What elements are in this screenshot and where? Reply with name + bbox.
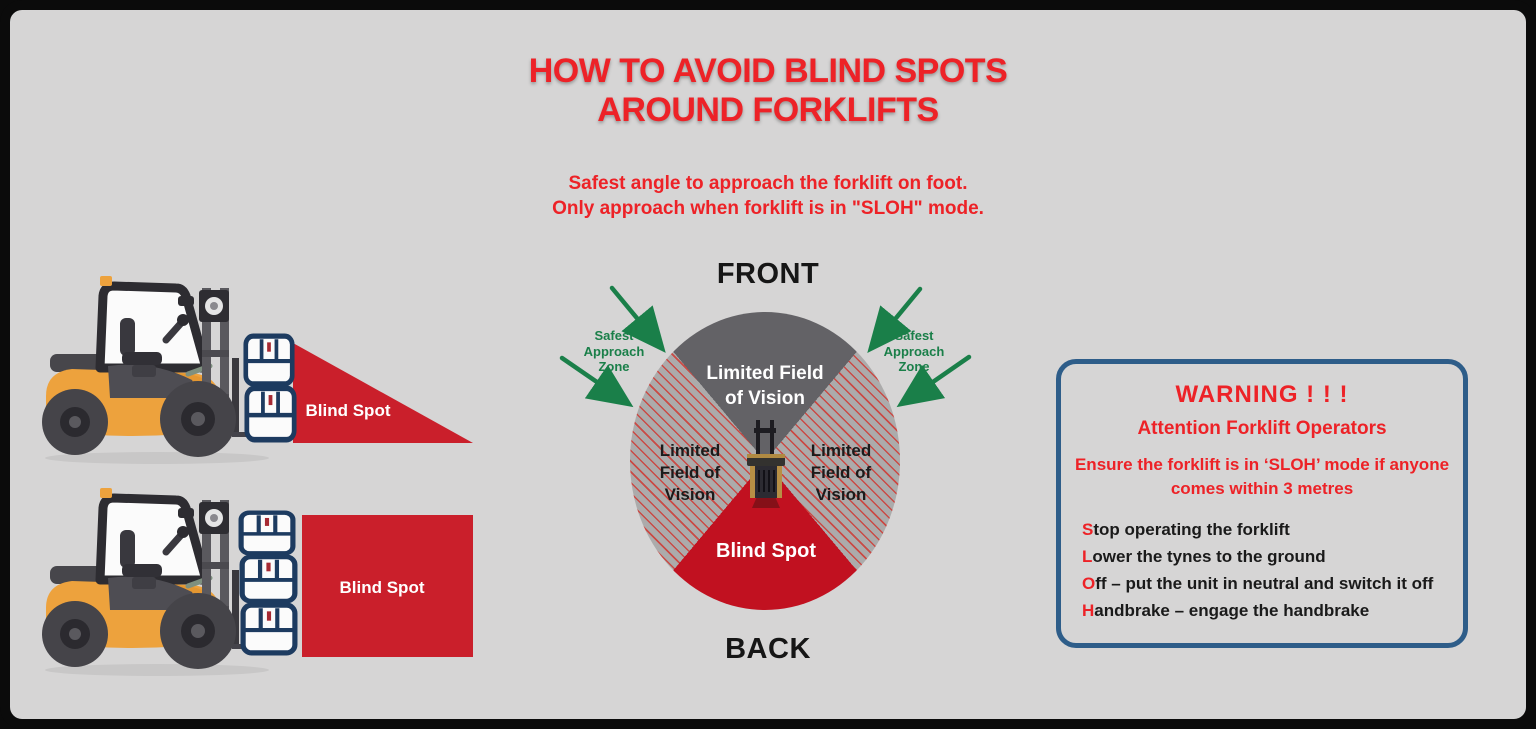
back-label: BACK <box>725 633 811 665</box>
page-title: HOW TO AVOID BLIND SPOTS AROUND FORKLIFT… <box>0 52 1536 130</box>
forklift-top-view-icon <box>747 420 785 508</box>
approach-arrow-lower-right <box>896 354 972 408</box>
top-sector-line1: Limited Field <box>706 363 824 384</box>
sloh-list: Stop operating the forklift Lower the ty… <box>1061 516 1463 624</box>
right-sector-line2: Field of <box>810 463 872 482</box>
warning-panel: WARNING ! ! ! Attention Forklift Operato… <box>1056 359 1468 648</box>
left-sector-line1: Limited <box>659 441 721 460</box>
sloh-item-text: top operating the forklift <box>1093 520 1290 539</box>
right-zone-line1: Safest <box>894 328 934 343</box>
blind-spot-triangle-label: Blind Spot <box>306 401 391 420</box>
sloh-item-handbrake: Handbrake – engage the handbrake <box>1082 597 1463 624</box>
warning-instruction-line2: comes within 3 metres <box>1170 479 1354 498</box>
left-zone-line3: Zone <box>598 359 630 374</box>
sloh-initial: S <box>1082 520 1094 539</box>
forklift-tall-load-blindspot-illustration: Blind Spot <box>42 482 473 677</box>
warning-title: WARNING ! ! ! <box>1175 381 1349 408</box>
top-sector-label: Limited Field of Vision <box>640 361 890 411</box>
safest-approach-arrows <box>559 285 972 408</box>
sloh-item-text: andbrake – engage the handbrake <box>1094 601 1370 620</box>
sloh-initial: H <box>1082 601 1095 620</box>
right-sector-line1: Limited <box>810 441 872 460</box>
approach-arrow-upper-right <box>867 286 923 353</box>
sloh-item-off: Off – put the unit in neutral and switch… <box>1082 570 1463 597</box>
page-subtitle-line1: Safest angle to approach the forklift on… <box>568 173 968 194</box>
blind-spot-triangle <box>293 343 473 443</box>
right-sector-label: Limited Field of Vision <box>791 440 891 506</box>
left-sector-line2: Field of <box>659 463 721 482</box>
approach-arrow-lower-left <box>559 355 634 408</box>
page-title-line1: HOW TO AVOID BLIND SPOTS <box>528 52 1008 90</box>
blind-spot-sector-label: Blind Spot <box>716 540 816 562</box>
left-sector-label: Limited Field of Vision <box>640 440 740 506</box>
top-sector-line2: of Vision <box>725 388 805 409</box>
crate-stack <box>247 388 294 439</box>
crate-stack <box>246 336 292 384</box>
front-label: FRONT <box>716 258 820 290</box>
warning-instruction: Ensure the forklift is in ‘SLOH’ mode if… <box>1061 453 1463 501</box>
right-zone-line2: Approach <box>883 343 945 359</box>
page-subtitle: Safest angle to approach the forklift on… <box>0 171 1536 221</box>
field-of-vision-circle <box>630 312 900 610</box>
left-zone-line2: Approach <box>583 343 645 359</box>
page-title-line2: AROUND FORKLIFTS <box>597 91 939 129</box>
approach-arrow-upper-left <box>609 285 666 353</box>
warning-subtitle: Attention Forklift Operators <box>1137 418 1387 439</box>
left-zone-line1: Safest <box>594 328 634 343</box>
sloh-initial: O <box>1082 574 1096 593</box>
left-safest-zone-label: Safest Approach Zone <box>552 328 676 375</box>
sloh-item-lower: Lower the tynes to the ground <box>1082 543 1463 570</box>
right-sector-line3: Vision <box>815 485 867 504</box>
sloh-item-text: ff – put the unit in neutral and switch … <box>1095 574 1434 593</box>
sloh-item-stop: Stop operating the forklift <box>1082 516 1463 543</box>
sloh-initial: L <box>1082 547 1093 566</box>
crate-stack <box>241 513 293 554</box>
page-subtitle-line2: Only approach when forklift is in "SLOH"… <box>552 198 984 219</box>
blind-spot-rectangle-label: Blind Spot <box>340 578 425 597</box>
blind-spot-rectangle <box>302 515 473 657</box>
right-zone-line3: Zone <box>898 359 930 374</box>
sloh-item-text: ower the tynes to the ground <box>1092 547 1326 566</box>
crate-stack <box>242 557 295 601</box>
forklift-side-blindspot-illustration: Blind Spot <box>42 270 473 465</box>
left-sector-line3: Vision <box>664 485 716 504</box>
warning-instruction-line1: Ensure the forklift is in ‘SLOH’ mode if… <box>1074 455 1450 474</box>
right-safest-zone-label: Safest Approach Zone <box>852 328 976 375</box>
